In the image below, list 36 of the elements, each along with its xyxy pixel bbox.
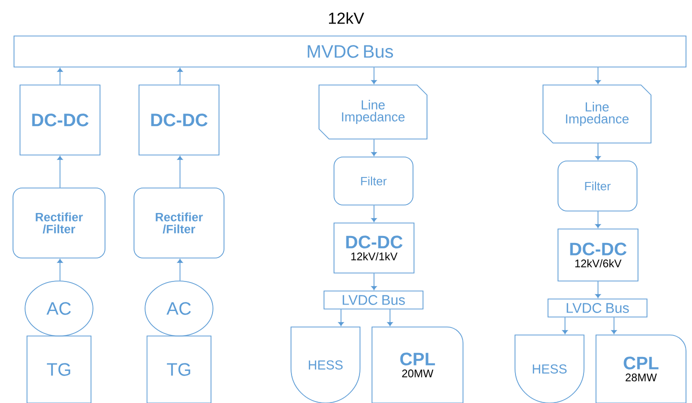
arrow xyxy=(611,316,617,334)
arrow xyxy=(595,280,601,298)
converter-box: DC-DC 12kV/6kV xyxy=(558,228,638,282)
arrow xyxy=(387,308,393,326)
converter-box: DC-DC 12kV/1kV xyxy=(334,222,414,274)
converter-box: DC-DC xyxy=(20,84,100,156)
arrow xyxy=(177,156,183,188)
impedance-box: Line Impedance xyxy=(318,84,428,140)
converter-box: DC-DC xyxy=(138,84,220,156)
arrow xyxy=(338,308,344,326)
rectifier-box: Rectifier /Filter xyxy=(134,188,224,258)
bus-bar: LVDC Bus xyxy=(324,290,424,310)
generator-box: TG xyxy=(146,336,212,403)
load-box: CPL 20MW xyxy=(372,326,464,403)
filter-box: Filter xyxy=(334,156,414,206)
arrow xyxy=(177,68,183,85)
arrow xyxy=(371,204,377,222)
arrow xyxy=(595,67,601,84)
arrow xyxy=(371,272,377,290)
bus-bar: MVDC Bus xyxy=(14,36,686,68)
arrow xyxy=(595,210,601,228)
generator-box: TG xyxy=(26,336,92,403)
arrow xyxy=(371,138,377,156)
impedance-box: Line Impedance xyxy=(542,84,652,144)
bus-bar: LVDC Bus xyxy=(548,298,648,318)
load-box: CPL 28MW xyxy=(596,334,686,403)
filter-box: Filter xyxy=(558,160,638,212)
arrow xyxy=(562,316,568,334)
rectifier-box: Rectifier /Filter xyxy=(12,188,106,258)
arrow xyxy=(57,68,63,85)
arrow xyxy=(57,156,63,188)
arrow xyxy=(177,258,183,281)
arrow xyxy=(595,142,601,160)
arrow xyxy=(57,258,63,281)
title: 12kV xyxy=(329,12,364,24)
arrow xyxy=(371,67,377,84)
